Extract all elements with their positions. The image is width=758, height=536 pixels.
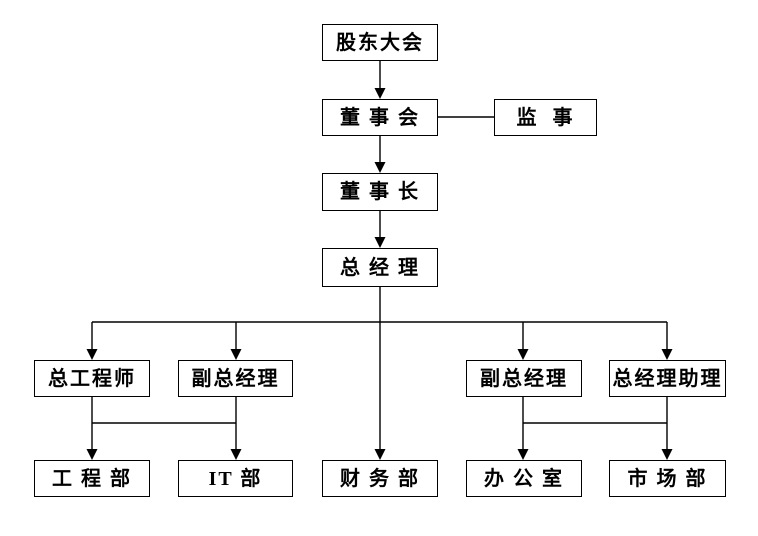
org-node-label: 股东大会 [336,31,424,54]
arrowhead-down-icon [517,349,529,360]
org-node-it-dept: IT 部 [178,460,293,497]
org-node-chairman: 董 事 长 [322,173,438,211]
org-node-label: 办 公 室 [484,467,564,490]
arrowhead-down-icon [374,162,386,173]
org-node-label: 工 程 部 [52,467,132,490]
org-node-label: 副总经理 [480,367,568,390]
org-node-finance-dept: 财 务 部 [322,460,438,497]
org-node-label: IT 部 [208,467,263,490]
org-node-board-of-directors: 董 事 会 [322,99,438,136]
arrowhead-down-icon [661,449,673,460]
arrowhead-down-icon [517,449,529,460]
org-node-label: 董 事 会 [340,106,420,129]
org-node-label: 董 事 长 [340,181,420,203]
org-node-label: 监 事 [516,106,575,129]
arrowhead-down-icon [374,449,386,460]
arrowhead-down-icon [661,349,673,360]
org-node-deputy-gm-left: 副总经理 [178,360,293,397]
org-node-marketing-dept: 市 场 部 [609,460,726,497]
org-node-label: 总经理助理 [612,367,723,390]
org-node-label: 市 场 部 [627,467,708,490]
arrowhead-down-icon [374,88,386,99]
org-node-engineering-dept: 工 程 部 [34,460,150,497]
org-node-supervisor: 监 事 [494,99,597,136]
org-node-label: 副总经理 [191,367,280,390]
org-node-deputy-gm-right: 副总经理 [466,360,582,397]
org-node-office: 办 公 室 [466,460,582,497]
org-node-gm-assistant: 总经理助理 [609,360,726,397]
org-node-label: 总工程师 [48,367,136,390]
org-node-label: 财 务 部 [340,467,420,490]
org-node-label: 总 经 理 [340,256,420,279]
arrowhead-down-icon [86,449,98,460]
org-node-general-manager: 总 经 理 [322,248,438,287]
org-node-chief-engineer: 总工程师 [34,360,150,397]
arrowhead-down-icon [230,349,242,360]
arrowhead-down-icon [374,237,386,248]
arrowhead-down-icon [86,349,98,360]
org-node-shareholders-meeting: 股东大会 [322,24,438,61]
arrowhead-down-icon [230,449,242,460]
